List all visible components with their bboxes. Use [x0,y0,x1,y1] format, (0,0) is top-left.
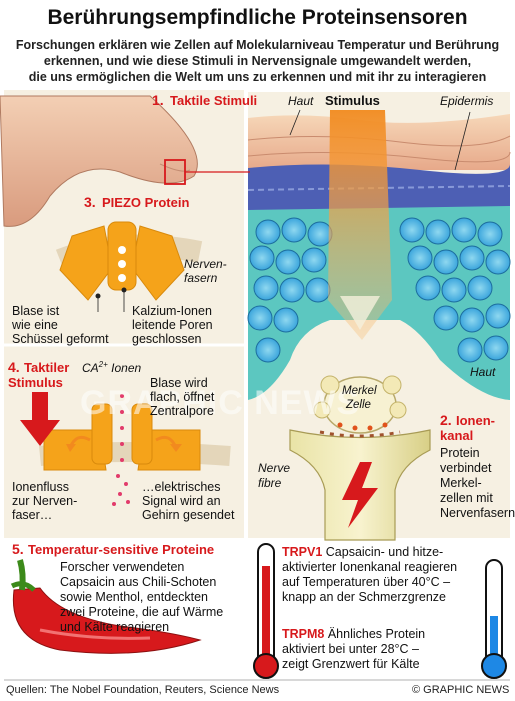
trpv1-title: TRPV1 [282,545,323,559]
label-stimulus: Stimulus [325,93,380,108]
trpm8-line-2: aktiviert bei unter 28°C – [282,642,420,656]
label-ionenfluss-1: Ionenfluss [12,480,69,494]
section3-title: PIEZO Protein [102,195,190,210]
label-blase-flach-2: flach, öffnet [150,390,215,404]
trpv1-line-4: knapp an der Schmerzgrenze [282,590,446,604]
label-elektrisch-3: Gehirn gesendet [142,508,235,522]
label-ionenfluss-3: faser… [12,508,53,522]
label-s2-body-5: Nervenfasern [440,506,515,520]
label-blase-1: Blase ist [12,304,60,318]
label-elektrisch-1: …elektrisches [142,480,221,494]
label-s2-body-1: Protein [440,446,480,460]
trpv1-line-3: auf Temperaturen über 40°C – [282,575,451,589]
label-s5-body-5: und Kälte reagieren [60,620,170,634]
trpm8-title: TRPM8 [282,627,325,641]
label-nervenfasern-2: fasern [184,271,218,285]
label-elektrisch-2: Signal wird an [142,494,221,508]
label-nerve-1: Nerve [258,461,291,475]
section5-number: 5. [12,541,24,557]
label-kalzium-2: leitende Poren [132,318,213,332]
section4-title-2: Stimulus [8,375,63,390]
label-s5-body-2: Capsaicin aus Chili-Schoten [60,575,217,589]
section1-title: Taktile Stimuli [170,93,258,108]
label-kalzium-1: Kalzium-Ionen [132,304,212,318]
watermark: GRAPHIC NEWS [80,384,361,422]
label-merkel-2: Zelle [346,399,371,411]
label-blase-3: Schüssel geformt [12,332,109,346]
label-nervenfasern-1: Nerven- [184,257,227,271]
trpv1-line-1: TRPV1 Capsaicin- und hitze- [282,545,444,559]
label-haut-right: Haut [470,365,496,379]
label-s2-body-2: verbindet [440,461,492,475]
label-s5-body-3: sowie Menthol, entdeckten [60,590,209,604]
label-ca-ionen: CA2+ Ionen [82,360,142,375]
trpm8-line-1: TRPM8 Ähnliches Protein [282,627,426,641]
label-blase-2: wie eine [12,318,58,332]
label-s2-body-4: zellen mit [440,491,493,505]
intro-line-2: erkennen, und wie diese Stimuli in Nerve… [43,54,472,68]
trpv1-line-2: aktivierter Ionenkanal reagieren [282,560,458,574]
label-epidermis: Epidermis [440,94,494,108]
intro-line-3: die uns ermöglichen die Welt um uns zu e… [28,70,487,84]
label-blase-flach-1: Blase wird [150,376,208,390]
label-blase-flach-3: Zentralpore [150,404,214,418]
section5-title: Temperatur-sensitive Proteine [28,542,215,557]
label-merkel-1: Merkel [342,385,377,397]
label-ionenfluss-2: zur Nerven- [12,494,78,508]
section1-number: 1. [152,92,164,108]
section4-number: 4. [8,359,20,375]
section2-title-1: Ionen- [456,413,495,428]
label-s5-body-4: zwei Proteine, die auf Wärme [60,605,224,619]
section4-title-1: Taktiler [24,360,70,375]
trpm8-line-3: zeigt Grenzwert für Kälte [282,657,420,671]
section2-number: 2. [440,412,452,428]
label-kalzium-3: geschlossen [132,332,202,346]
label-s5-body-1: Forscher verwendeten [60,560,185,574]
section3-number: 3. [84,194,96,210]
page-title: Berührungsempfindliche Proteinsensoren [47,6,468,29]
label-haut-top: Haut [288,94,314,108]
label-nerve-2: fibre [258,476,282,490]
footer-credit: © GRAPHIC NEWS [412,684,510,696]
intro-line-1: Forschungen erklären wie Zellen auf Mole… [15,38,500,52]
section2-title-2: kanal [440,428,474,443]
label-s2-body-3: Merkel- [440,476,482,490]
footer-sources: Quellen: The Nobel Foundation, Reuters, … [6,684,280,696]
